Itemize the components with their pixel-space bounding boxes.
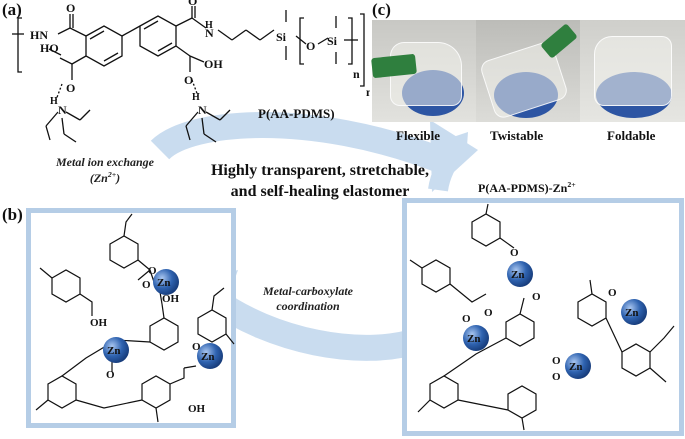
amine-n-left: N [58, 103, 67, 117]
n-sub: n [353, 67, 360, 81]
zn-sphere [621, 299, 647, 325]
film-icon [594, 36, 672, 106]
photo-label-flexible: Flexible [396, 128, 441, 143]
network-right: Zn Zn Zn Zn O O O O O O O [409, 203, 675, 431]
photo-label-foldable: Foldable [607, 128, 656, 143]
o-left-lower: O [66, 81, 75, 95]
coordination-line1: Metal-carboxylate [263, 284, 353, 298]
zn-sphere [565, 353, 591, 379]
arrow-lower [207, 289, 425, 361]
photo-label-twistable: Twistable [490, 128, 544, 143]
oh-label: OH [162, 293, 180, 305]
panel-label-c: (c) [372, 0, 391, 19]
zn-label: Zn [107, 345, 120, 357]
zn-sphere [153, 269, 179, 295]
si1-label: Si [276, 30, 287, 44]
oh-label: OH [188, 403, 206, 415]
o-label: O [106, 369, 115, 381]
coordination-line2: coordination [276, 299, 340, 313]
carbonyl-o-left: O [66, 1, 75, 15]
photo-foldable [580, 20, 685, 122]
o-label: O [552, 371, 561, 383]
arrow-to-photos [428, 141, 466, 192]
o-si-label: O [306, 39, 315, 53]
h-label: H [205, 20, 213, 31]
zn-sphere [463, 325, 489, 351]
zn-sphere [103, 337, 129, 363]
amine-h-right: H [192, 92, 200, 103]
network-left: Zn Zn Zn O O OH OH O O OH [35, 213, 235, 423]
carbonyl-o-right: O [188, 0, 197, 8]
metal-exchange-line2: (Zn2+) [89, 170, 121, 185]
oh-right: OH [204, 57, 223, 71]
polymer-name: P(AA-PDMS) [258, 106, 335, 121]
headline-line1: Highly transparent, stretchable, [210, 162, 430, 179]
zn-sphere [507, 261, 533, 287]
zn-label: Zn [201, 351, 214, 363]
arrow-to-photos-head [444, 132, 468, 160]
o-label: O [142, 279, 151, 291]
photo-strip [371, 20, 685, 122]
nh-label: N [205, 26, 214, 40]
photo-twistable [476, 20, 580, 122]
panel-label-a: (a) [2, 0, 22, 19]
o-right-lower: O [184, 73, 193, 87]
photo-flexible [371, 20, 476, 122]
o-label: O [148, 265, 157, 277]
oh-label: OH [90, 317, 108, 329]
headline: Highly transparent, stretchable, and sel… [190, 160, 450, 202]
o-label: O [510, 247, 519, 259]
amine-h-left: H [50, 96, 58, 107]
metal-exchange-line1: Metal ion exchange [56, 155, 154, 169]
o-label: O [608, 287, 617, 299]
si2-label: Si [327, 34, 338, 48]
zn-label: Zn [157, 277, 170, 289]
zn-label: Zn [511, 269, 524, 281]
headline-line2: and self-healing elastomer [230, 183, 410, 200]
oh-left: HO [40, 41, 59, 55]
amine-n-right: N [198, 103, 207, 117]
zn-sphere [197, 343, 223, 369]
arrow-upper [150, 112, 445, 173]
panel-label-b: (b) [2, 205, 23, 224]
coordination-label: Metal-carboxylate coordination [248, 284, 368, 314]
o-label: O [462, 313, 471, 325]
m-sub: m [366, 85, 370, 99]
zn-label: Zn [625, 307, 638, 319]
polymer-structure: HN O O H N HO O O OH Si O Si n m H N H N [12, 0, 370, 143]
o-label: O [532, 291, 541, 303]
o-label: O [484, 307, 493, 319]
zn-label: Zn [569, 361, 582, 373]
o-label: O [192, 341, 201, 353]
hn-label: HN [30, 28, 48, 42]
metal-exchange-label: Metal ion exchange (Zn2+) [30, 155, 180, 186]
o-label: O [552, 355, 561, 367]
network-box-left [26, 208, 236, 428]
zn-label: Zn [467, 333, 480, 345]
zn-polymer-label: P(AA-PDMS)-Zn2+ [478, 180, 576, 195]
